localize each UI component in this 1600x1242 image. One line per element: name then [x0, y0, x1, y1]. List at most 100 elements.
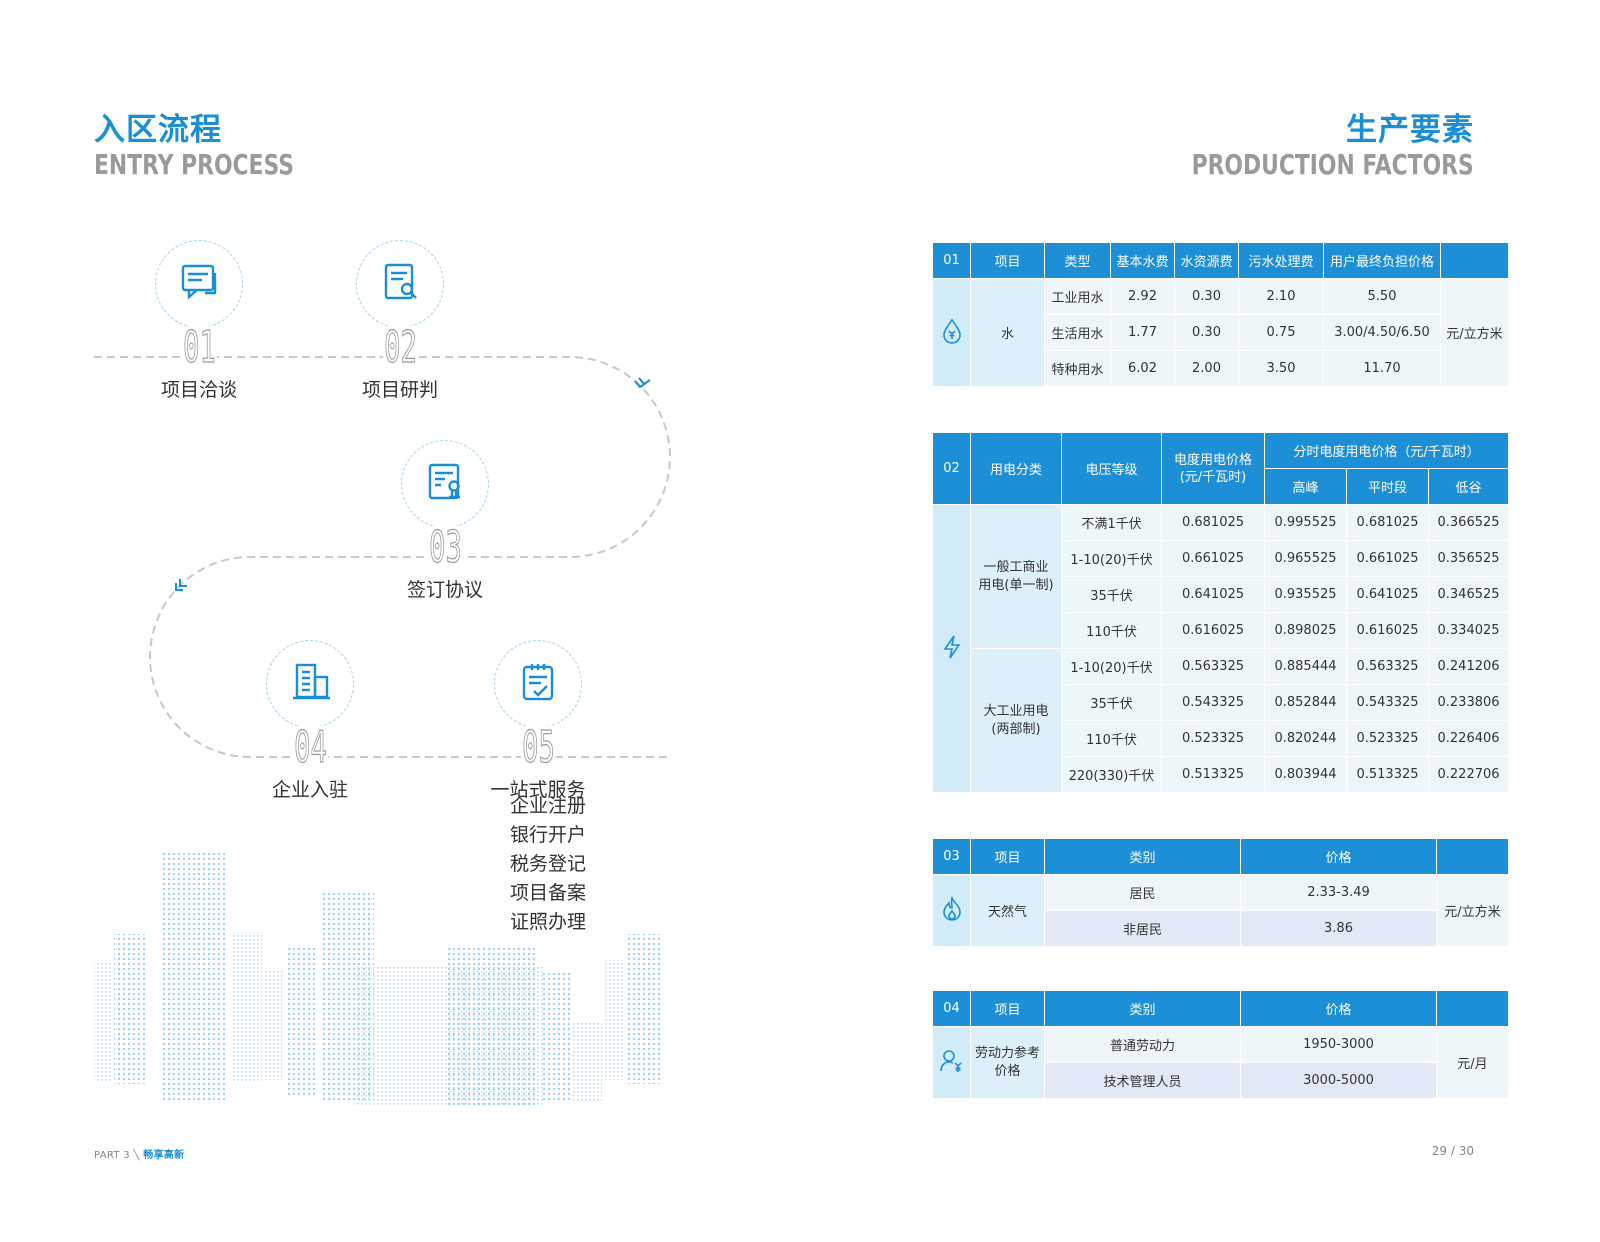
- page-number: 29 / 30: [1431, 1144, 1474, 1158]
- step-icon-circle: [155, 240, 243, 328]
- table-cell: 11.70: [1323, 350, 1441, 387]
- table-row: 水 工业用水 2.92 0.30 2.10 5.50 元/立方米: [932, 278, 1509, 387]
- column-header: 用户最终负担价格: [1323, 242, 1441, 279]
- footer-separator: ╲: [133, 1150, 140, 1161]
- step-01: 01 项目洽谈: [109, 240, 289, 405]
- item-cell: 天然气: [970, 874, 1045, 947]
- table-cell: 技术管理人员: [1044, 1062, 1241, 1099]
- table-cell: 1-10(20)千伏: [1061, 648, 1162, 685]
- lightning-icon: [942, 635, 961, 658]
- service-item: 企业注册: [509, 795, 586, 817]
- header-filler: [1436, 838, 1509, 875]
- building-icon: [293, 663, 330, 700]
- table-cell: 0.241206: [1427, 648, 1510, 685]
- table-row: 大工业用电 (两部制) 1-10(20)千伏 0.563325 0.885444…: [933, 648, 1510, 793]
- power-icon-cell: [932, 504, 971, 793]
- table-row: 非居民 3.86: [933, 910, 1509, 947]
- labor-icon-cell: [932, 1026, 971, 1099]
- table-cell: 0.523325: [1161, 720, 1265, 757]
- table-cell: 普通劳动力: [1044, 1026, 1241, 1063]
- water-drop-icon: [942, 318, 961, 344]
- table-cell: 0.616025: [1346, 612, 1429, 649]
- footer-part: PART 3: [94, 1150, 130, 1161]
- table-cell: 6.02: [1110, 350, 1175, 387]
- column-header: 价格: [1240, 990, 1437, 1027]
- table-cell: 0.641025: [1161, 576, 1265, 613]
- step-label: 项目研判: [361, 379, 438, 401]
- table-cell: 3.50: [1238, 350, 1324, 387]
- table-cell: 220(330)千伏: [1061, 756, 1162, 793]
- table-cell: 2.00: [1174, 350, 1239, 387]
- water-price-table: 01 项目 类型 基本水费 水资源费 污水处理费 用户最终负担价格 水 工业用水…: [932, 242, 1509, 387]
- table-index: 04: [932, 990, 971, 1027]
- category-cell: 大工业用电 (两部制): [970, 648, 1062, 793]
- table-cell: 0.661025: [1346, 540, 1429, 577]
- chat-document-icon: [181, 264, 217, 300]
- column-header: 项目: [970, 242, 1045, 279]
- table-cell: 110千伏: [1061, 720, 1162, 757]
- item-cell: 水: [970, 278, 1045, 387]
- table-cell: 0.898025: [1264, 612, 1347, 649]
- table-index: 01: [932, 242, 971, 279]
- table-cell: 0.681025: [1161, 504, 1265, 541]
- step-03: 03 签订协议: [355, 440, 535, 605]
- table-cell: 0.30: [1174, 278, 1239, 315]
- category-cell: 一般工商业 用电(单一制): [970, 504, 1062, 649]
- labor-price-table: 04 项目 类别 价格 劳动力参考 价格 普通劳动力 1950-3000 元/月…: [932, 990, 1509, 1099]
- service-item: 银行开户: [509, 824, 586, 846]
- header-filler: [1440, 242, 1509, 279]
- table-cell: 2.92: [1110, 278, 1175, 315]
- table-cell: 0.222706: [1427, 756, 1510, 793]
- table-row: 220(330)千伏 0.513325 0.803944 0.513325 0.…: [933, 756, 1510, 793]
- table-cell: 3000-5000: [1240, 1062, 1437, 1099]
- column-header: 平时段: [1346, 468, 1429, 505]
- gas-price-table: 03 项目 类别 价格 天然气 居民 2.33-3.49 元/立方米 非居民 3…: [932, 838, 1509, 947]
- step-number: 01: [181, 322, 217, 373]
- step-number: 04: [292, 722, 328, 773]
- contract-seal-icon: [428, 463, 460, 500]
- step-label: 一站式服务: [490, 779, 586, 801]
- service-list: 企业注册 银行开户 税务登记 项目备案 证照办理: [458, 792, 638, 937]
- table-cell: 0.885444: [1264, 648, 1347, 685]
- table-cell: 0.852844: [1264, 684, 1347, 721]
- table-row: 特种用水 6.02 2.00 3.50 11.70: [933, 350, 1509, 387]
- table-row: 劳动力参考 价格 普通劳动力 1950-3000 元/月: [932, 1026, 1509, 1099]
- table-cell: 特种用水: [1044, 350, 1111, 387]
- table-index: 02: [932, 432, 971, 505]
- step-icon-circle: [266, 640, 354, 728]
- table-cell: 0.366525: [1427, 504, 1510, 541]
- step-icon-circle: [401, 440, 489, 528]
- clipboard-check-icon: [522, 664, 554, 701]
- column-header: 类型: [1044, 242, 1111, 279]
- table-row: 110千伏 0.523325 0.820244 0.523325 0.22640…: [933, 720, 1510, 757]
- step-icon-circle: [494, 640, 582, 728]
- left-subtitle: ENTRY PROCESS: [94, 148, 294, 181]
- column-header: 电压等级: [1061, 432, 1162, 505]
- table-cell: 0.820244: [1264, 720, 1347, 757]
- table-cell: 工业用水: [1044, 278, 1111, 315]
- service-item: 税务登记: [509, 853, 586, 875]
- table-row: 天然气 居民 2.33-3.49 元/立方米: [932, 874, 1509, 947]
- arrow-icon: [175, 579, 187, 591]
- table-cell: 居民: [1044, 874, 1241, 911]
- table-cell: 非居民: [1044, 910, 1241, 947]
- document-search-icon: [384, 263, 417, 300]
- gas-icon-cell: [932, 874, 971, 947]
- table-cell: 0.226406: [1427, 720, 1510, 757]
- column-header: 项目: [970, 838, 1045, 875]
- step-number: 05: [520, 722, 556, 773]
- table-cell: 0.543325: [1161, 684, 1265, 721]
- table-cell: 0.563325: [1346, 648, 1429, 685]
- step-04: 04 企业入驻: [220, 640, 400, 805]
- column-header: 分时电度用电价格（元/千瓦时）: [1263, 432, 1510, 469]
- table-cell: 0.346525: [1427, 576, 1510, 613]
- footer-section-name: 畅享高新: [143, 1150, 185, 1161]
- unit-cell: 元/立方米: [1440, 278, 1509, 387]
- table-cell: 0.641025: [1346, 576, 1429, 613]
- step-number: 02: [382, 322, 418, 373]
- column-header: 类别: [1044, 990, 1241, 1027]
- column-header: 基本水费: [1110, 242, 1175, 279]
- power-price-table: 02 用电分类 电压等级 电度用电价格 (元/千瓦时) 分时电度用电价格（元/千…: [932, 432, 1510, 793]
- table-cell: 0.75: [1238, 314, 1324, 351]
- table-index: 03: [932, 838, 971, 875]
